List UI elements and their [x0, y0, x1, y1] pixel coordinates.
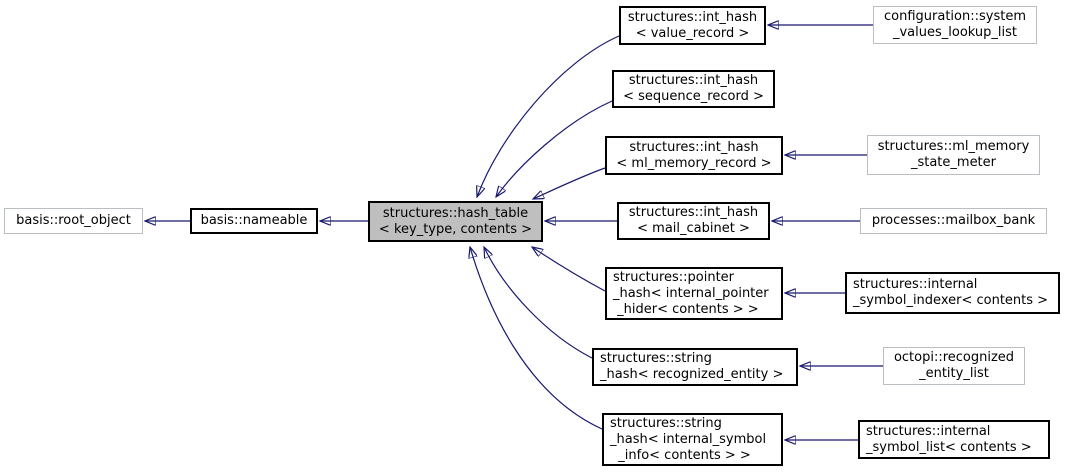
node-basis-nameable[interactable]: basis::nameable	[190, 208, 318, 234]
node-structures-hash-table: structures::hash_table < key_type, conte…	[368, 201, 543, 242]
node-structures-internal-symbol-list[interactable]: structures::internal _symbol_list< conte…	[858, 420, 1050, 459]
node-structures-internal-symbol-indexer[interactable]: structures::internal _symbol_indexer< co…	[845, 272, 1060, 314]
edge-ml-memory-record-to-hash-table	[533, 167, 606, 199]
node-basis-root-object: basis::root_object	[4, 208, 143, 234]
node-int-hash-value-record[interactable]: structures::int_hash < value_record >	[619, 6, 766, 45]
node-int-hash-sequence-record[interactable]: structures::int_hash < sequence_record >	[612, 70, 775, 108]
node-processes-mailbox-bank: processes::mailbox_bank	[860, 208, 1047, 234]
node-structures-ml-memory-state-meter: structures::ml_memory _state_meter	[867, 135, 1040, 175]
node-int-hash-ml-memory-record[interactable]: structures::int_hash < ml_memory_record …	[605, 136, 783, 175]
node-octopi-recognized-entity-list: octopi::recognized _entity_list	[883, 347, 1025, 385]
node-int-hash-mail-cabinet[interactable]: structures::int_hash < mail_cabinet >	[617, 202, 770, 240]
node-string-hash-recognized-entity[interactable]: structures::string _hash< recognized_ent…	[592, 348, 798, 386]
edge-pointer-hash-to-hash-table	[532, 247, 606, 292]
node-string-hash-internal-symbol-info[interactable]: structures::string _hash< internal_symbo…	[602, 413, 783, 466]
node-configuration-system-values-lookup-list: configuration::system _values_lookup_lis…	[873, 6, 1037, 44]
edge-string-hash-symbol-info-to-hash-table	[470, 247, 603, 430]
edge-sequence-record-to-hash-table	[496, 100, 613, 197]
edge-string-hash-recognized-to-hash-table	[484, 247, 593, 359]
node-pointer-hash-internal-pointer-hider[interactable]: structures::pointer _hash< internal_poin…	[605, 267, 783, 320]
edge-value-record-to-hash-table	[477, 35, 620, 197]
